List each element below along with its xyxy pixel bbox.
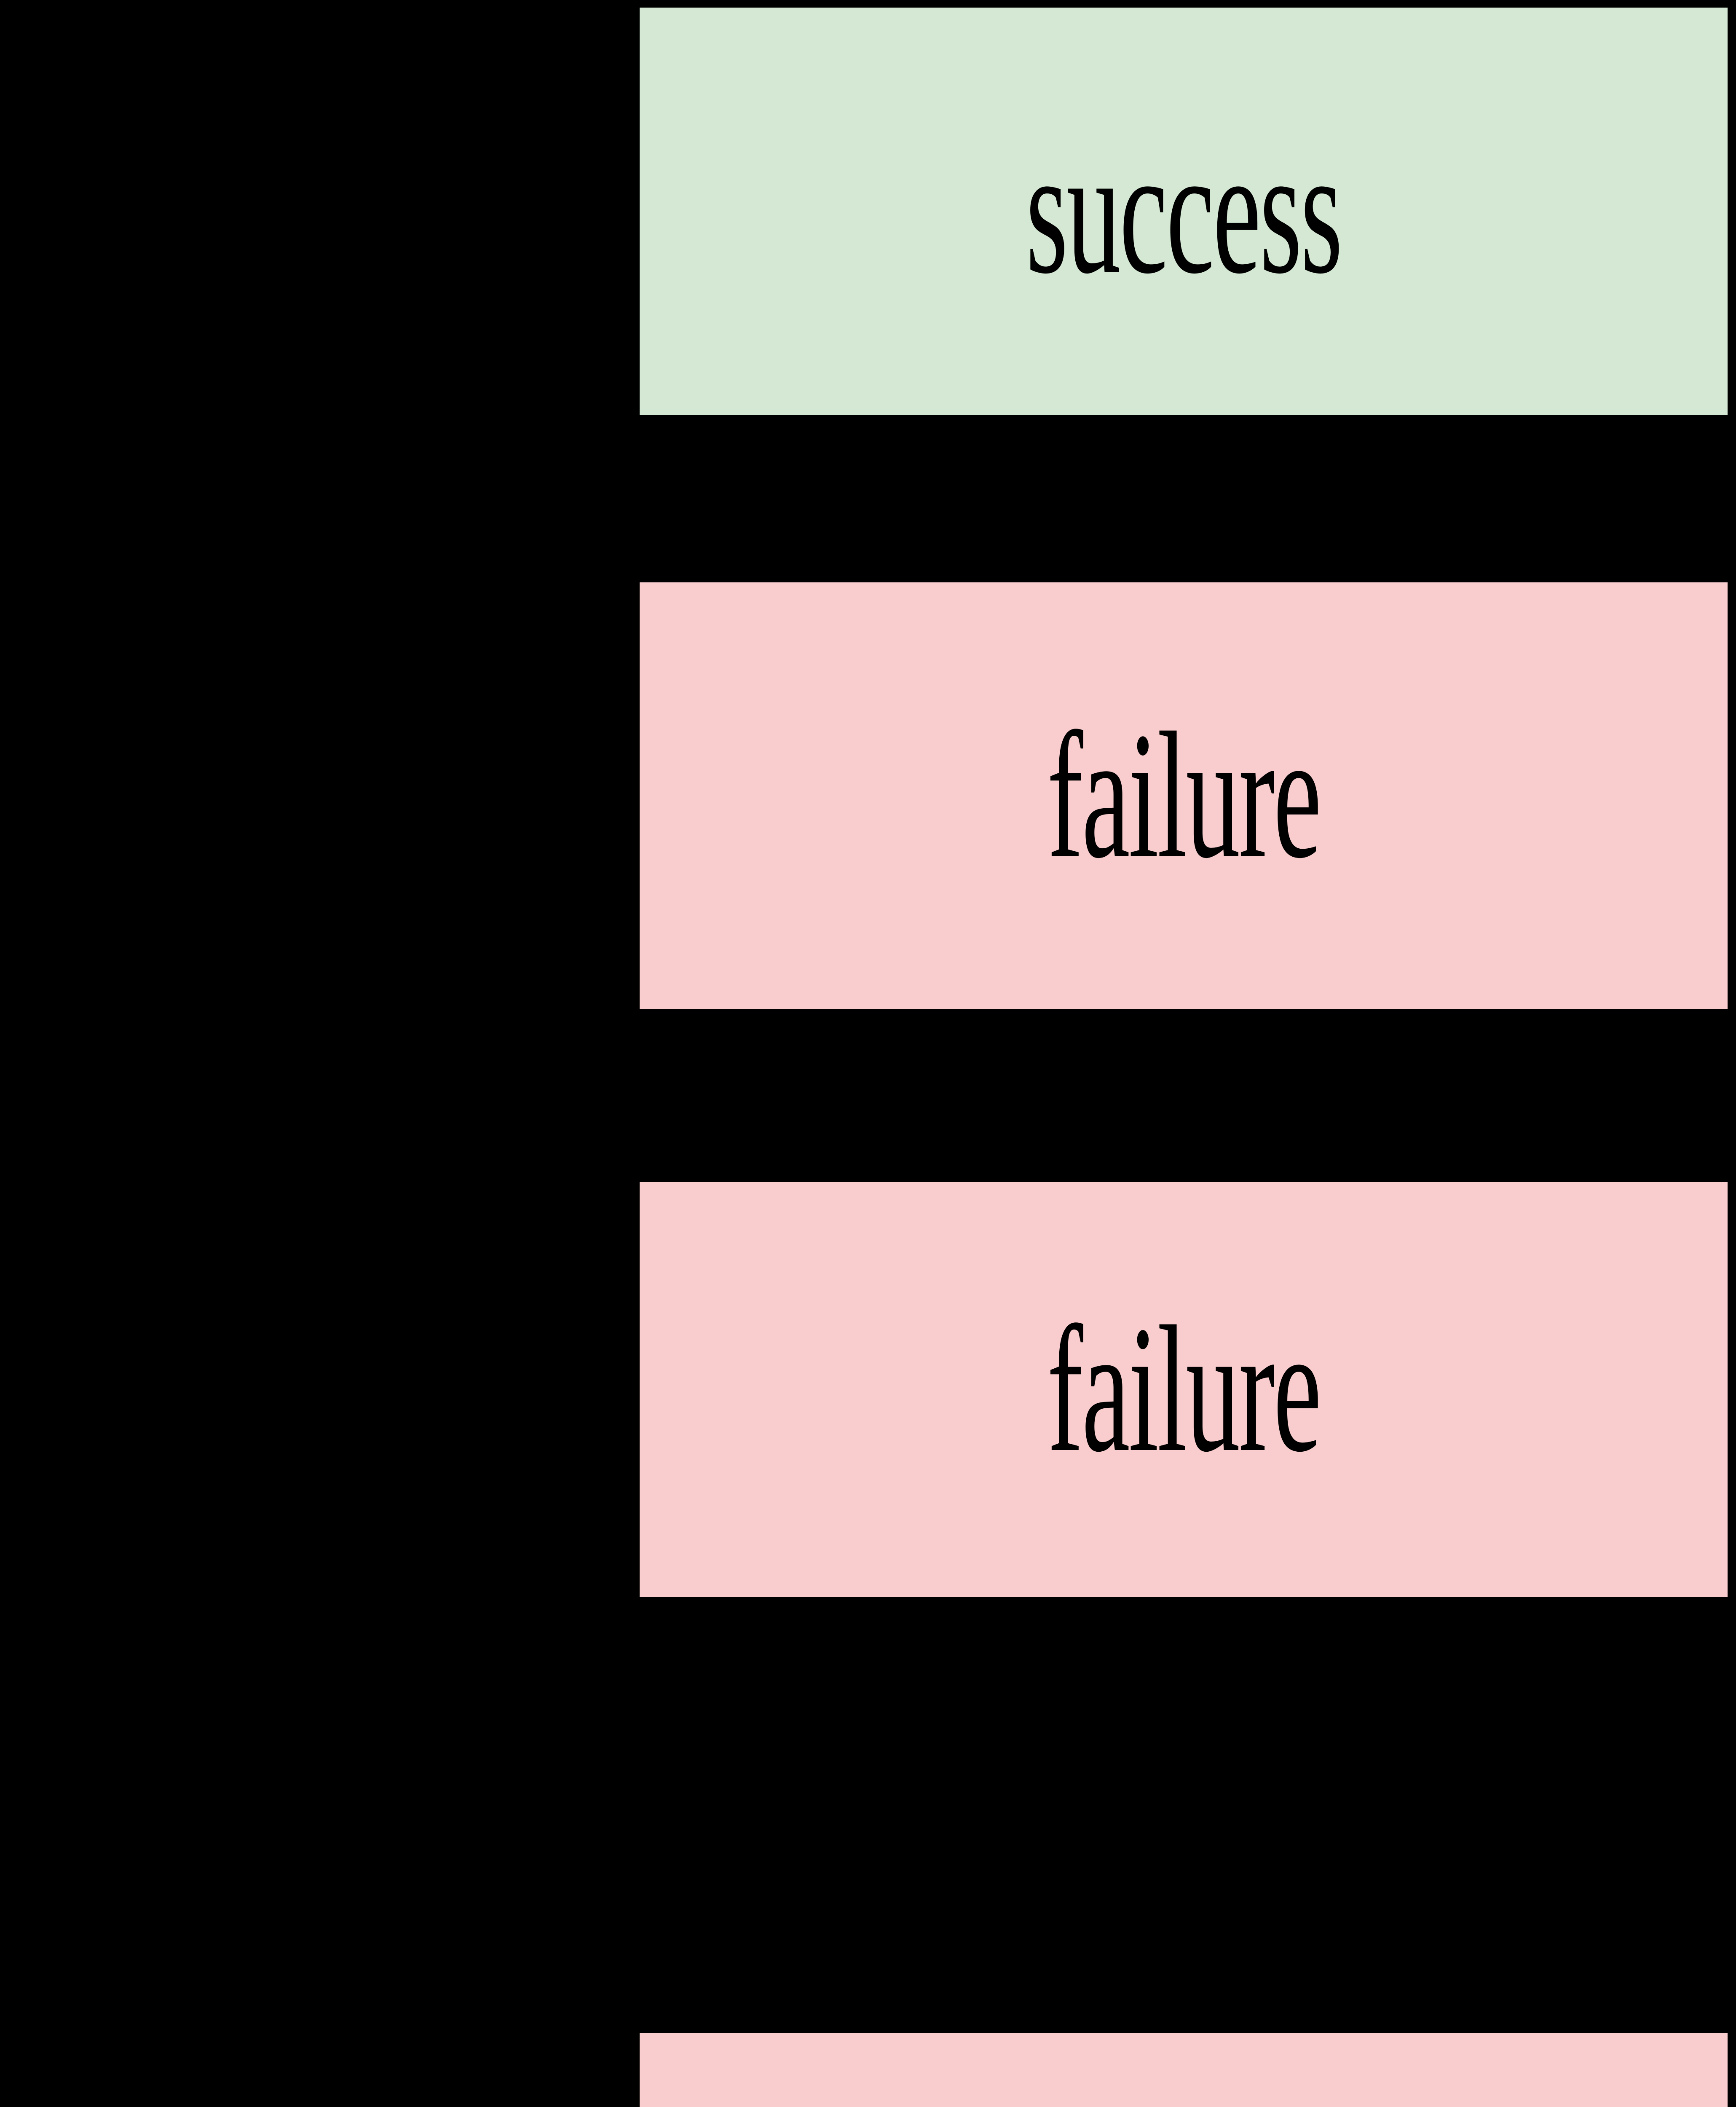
status-chip-success[interactable]: success: [640, 8, 1728, 415]
gap-band-label: failure: [1047, 415, 1322, 582]
status-chip-label: success: [1026, 111, 1343, 312]
gap-band-label: failure: [1047, 1715, 1322, 1916]
status-chip-label: failure: [1047, 1289, 1322, 1490]
status-chip-failure-1[interactable]: failure: [640, 582, 1728, 1009]
gap-band-1: failure: [640, 415, 1728, 582]
status-chip-failure-3[interactable]: failure: [640, 2033, 1728, 2107]
right-margin-column: [1728, 0, 1736, 2107]
left-margin-column: [0, 0, 640, 2107]
status-chip-label: failure: [1047, 695, 1322, 896]
gap-band-2: [640, 1009, 1728, 1182]
gap-band-3: failure: [640, 1597, 1728, 2033]
status-chip-failure-2[interactable]: failure: [640, 1182, 1728, 1597]
